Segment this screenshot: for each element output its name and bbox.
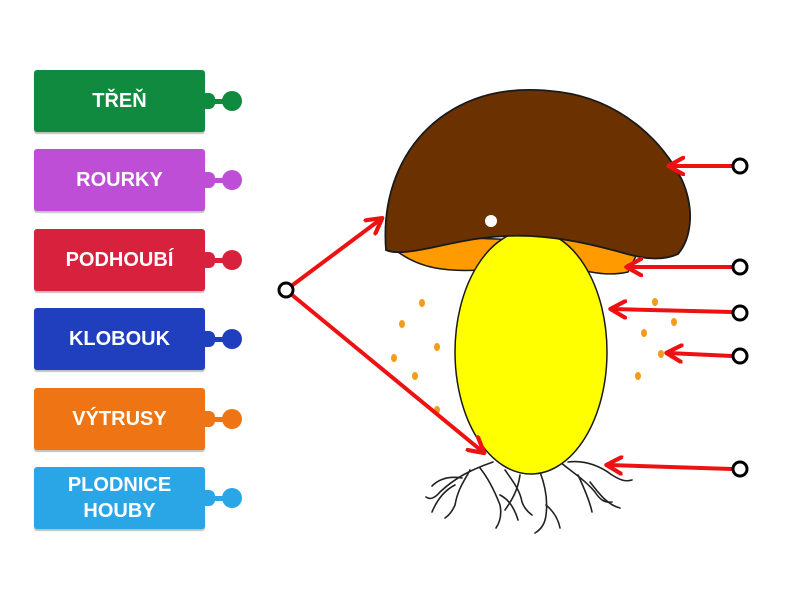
label-tren[interactable]: TŘEŇ [34,70,278,134]
label-vytrusy[interactable]: VÝTRUSY [34,388,278,452]
label-vytrusy-tile[interactable]: VÝTRUSY [34,388,205,450]
drop-target-stem[interactable] [731,304,749,322]
label-rourky-dot [222,170,242,190]
label-tren-connector [205,93,229,109]
arrow-to-mycelium [608,465,734,469]
arrow-to-spores [668,353,734,356]
label-podhoubi-tile[interactable]: PODHOUBÍ [34,229,205,291]
drop-target-whole-mushroom[interactable] [277,281,295,299]
label-rourky[interactable]: ROURKY [34,149,278,213]
label-podhoubi[interactable]: PODHOUBÍ [34,229,278,293]
label-plodnice-houby-tile[interactable]: PLODNICE HOUBY [34,467,205,529]
label-rourky-tile[interactable]: ROURKY [34,149,205,211]
arrow-to-stem-base [284,288,483,452]
label-klobouk-tile[interactable]: KLOBOUK [34,308,205,370]
label-plodnice-houby-dot [222,488,242,508]
label-plodnice-houby-connector [205,490,229,506]
label-rourky-connector [205,172,229,188]
drop-target-mycelium[interactable] [731,460,749,478]
label-klobouk-connector [205,331,229,347]
spores-drawing [391,298,677,414]
label-podhoubi-connector [205,252,229,268]
label-tren-dot [222,91,242,111]
label-vytrusy-dot [222,409,242,429]
drop-target-gills[interactable] [731,258,749,276]
mycelium-drawing [425,460,633,534]
label-bank: TŘEŇ ROURKY PODHOUBÍ KLOBOUK VÝTRUSY PLO… [0,0,260,600]
arrow-to-stem [612,309,734,312]
drop-target-cap[interactable] [731,157,749,175]
drop-targets [277,157,749,478]
drop-target-spores[interactable] [731,347,749,365]
cap-shape [384,88,691,260]
cap-marker-dot [485,215,497,227]
stem-shape [454,229,608,475]
label-vytrusy-connector [205,411,229,427]
label-tren-tile[interactable]: TŘEŇ [34,70,205,132]
label-plodnice-houby[interactable]: PLODNICE HOUBY [34,467,278,531]
label-klobouk-dot [222,329,242,349]
arrow-to-cap [284,219,381,292]
arrows [284,166,734,469]
label-podhoubi-dot [222,250,242,270]
label-klobouk[interactable]: KLOBOUK [34,308,278,372]
